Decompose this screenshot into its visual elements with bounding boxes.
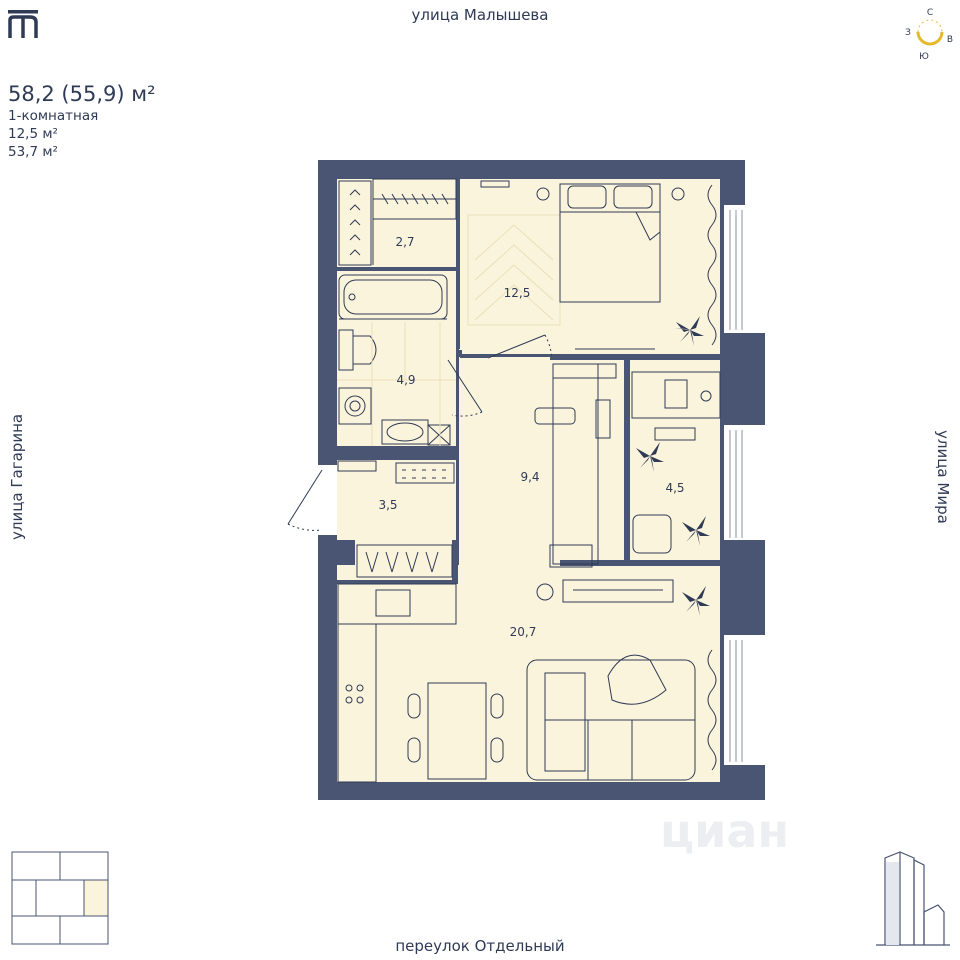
room-label-entrance: 3,5 bbox=[378, 498, 397, 512]
brand-logo-icon bbox=[8, 10, 38, 44]
apartment-info: 58,2 (55,9) м² 1-комнатная 12,5 м² 53,7 … bbox=[8, 82, 156, 160]
apartment-total-area: 53,7 м² bbox=[8, 144, 58, 160]
apartment-area: 58,2 (55,9) м² bbox=[8, 82, 156, 106]
mini-map-apartment-highlight bbox=[83, 879, 109, 917]
compass-icon: С В Ю З bbox=[900, 4, 958, 66]
compass-west: З bbox=[905, 28, 911, 38]
street-top-label: улица Малышева bbox=[411, 6, 549, 24]
room-study bbox=[628, 360, 721, 560]
room-label-living: 20,7 bbox=[510, 625, 537, 639]
watermark: циан bbox=[660, 804, 789, 858]
apartment-living-area: 12,5 м² bbox=[8, 126, 58, 142]
room-wardrobe bbox=[337, 179, 456, 267]
room-label-study: 4,5 bbox=[665, 481, 684, 495]
watermark-text: циан bbox=[660, 804, 790, 858]
room-label-bathroom: 4,9 bbox=[396, 373, 415, 387]
room-bathroom bbox=[337, 271, 456, 446]
room-label-bedroom: 12,5 bbox=[504, 286, 531, 300]
room-label-hall: 9,4 bbox=[520, 470, 539, 484]
room-label-wardrobe: 2,7 bbox=[395, 235, 414, 249]
street-bottom-label: переулок Отдельный bbox=[395, 937, 565, 955]
compass-north: С bbox=[927, 8, 933, 18]
apartment-type: 1-комнатная bbox=[8, 108, 99, 124]
room-living bbox=[337, 565, 721, 782]
building-silhouette bbox=[876, 851, 950, 946]
compass-south: Ю bbox=[919, 52, 929, 62]
compass-east: В bbox=[947, 35, 953, 45]
